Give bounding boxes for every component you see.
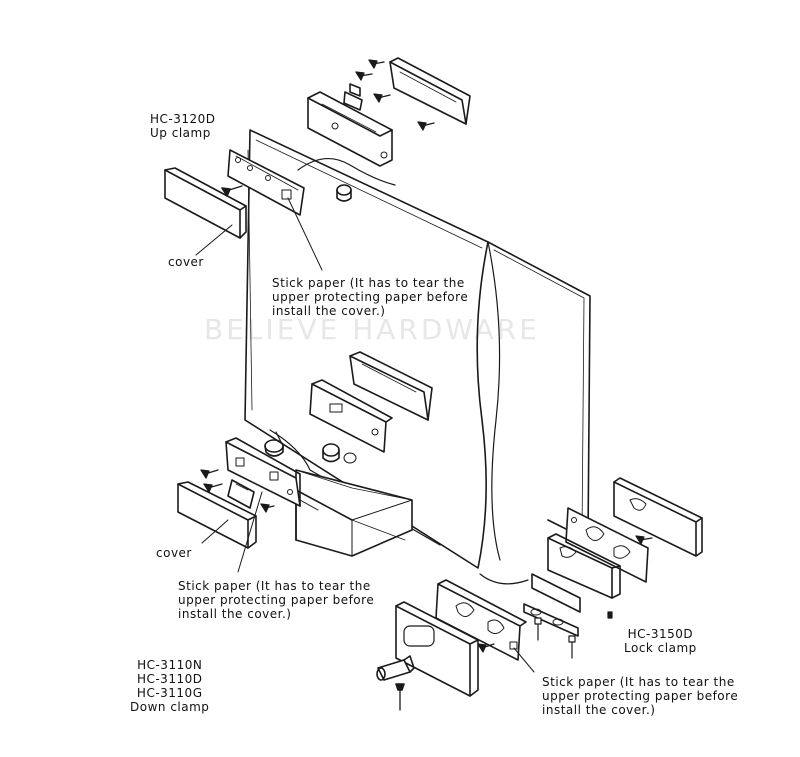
lock-clamp-plate-front <box>435 579 527 661</box>
watermark-text: BELIEVE HARDWARE <box>204 313 540 346</box>
lock-box <box>547 533 621 599</box>
up-clamp-plate <box>227 149 305 216</box>
lock-clamp-cover-rear <box>613 477 703 557</box>
top-clamp-knob <box>343 83 363 111</box>
lock-clamp-name: Lock clamp <box>624 641 697 655</box>
top-screws <box>355 59 435 131</box>
stick-paper-upper-line-3: install the cover.) <box>272 304 386 318</box>
lock-cylinder <box>376 655 415 681</box>
stick-paper-lower-line-3: install the cover.) <box>178 607 292 621</box>
lock-clamp-label: HC-3150D Lock clamp <box>624 627 697 655</box>
stick-paper-note-right: Stick paper (It has to tear the upper pr… <box>542 675 738 717</box>
down-clamp-model-2: HC-3110D <box>136 672 203 686</box>
top-clamp-body <box>307 91 393 167</box>
cover-label-bottom: cover <box>156 546 192 560</box>
stick-paper-right-line-1: Stick paper (It has to tear the <box>542 675 735 689</box>
up-clamp-name: Up clamp <box>150 126 211 140</box>
stick-paper-note-lower: Stick paper (It has to tear the upper pr… <box>178 579 374 621</box>
stick-paper-upper-line-2: upper protecting paper before <box>272 290 469 304</box>
stick-paper-lower-line-2: upper protecting paper before <box>178 593 375 607</box>
up-clamp-label: HC-3120D Up clamp <box>150 112 216 140</box>
top-clamp-cover <box>389 57 471 125</box>
stick-paper-right-line-2: upper protecting paper before <box>542 689 739 703</box>
pivot-pin-middle <box>322 443 357 464</box>
down-clamp-block <box>227 479 255 509</box>
down-clamp-model-3: HC-3110G <box>136 686 203 700</box>
lock-clamp-model: HC-3150D <box>627 627 694 641</box>
floor-spring-box <box>295 469 413 557</box>
down-clamp-name: Down clamp <box>130 700 210 714</box>
lock-clamp-cover-front <box>395 601 479 697</box>
stick-paper-note-upper: Stick paper (It has to tear the upper pr… <box>272 276 468 318</box>
middle-clamp-cover <box>349 351 433 421</box>
lock-clamp-plate-rear <box>565 507 649 583</box>
up-clamp-model: HC-3120D <box>150 112 216 126</box>
up-clamp-screw <box>221 185 243 197</box>
lock-key-pin <box>395 683 405 711</box>
up-clamp-cover <box>164 167 247 239</box>
stick-paper-lower-line-1: Stick paper (It has to tear the <box>178 579 371 593</box>
down-clamp-body <box>225 437 301 507</box>
stick-paper-right-line-3: install the cover.) <box>542 703 656 717</box>
lock-pins <box>477 535 653 659</box>
pivot-pin-top <box>336 184 352 202</box>
lock-bracket <box>523 573 581 637</box>
down-screws <box>200 469 275 513</box>
down-clamp-label: HC-3110N HC-3110D HC-3110G Down clamp <box>130 658 209 714</box>
cover-label-top: cover <box>168 255 204 269</box>
middle-clamp-plate <box>309 379 393 453</box>
leader-lines <box>195 197 535 673</box>
down-clamp-spindle <box>264 431 319 511</box>
stick-paper-upper-line-1: Stick paper (It has to tear the <box>272 276 465 290</box>
down-clamp-cover <box>177 481 257 549</box>
down-clamp-model-1: HC-3110N <box>137 658 203 672</box>
left-glass-panel <box>244 129 489 569</box>
